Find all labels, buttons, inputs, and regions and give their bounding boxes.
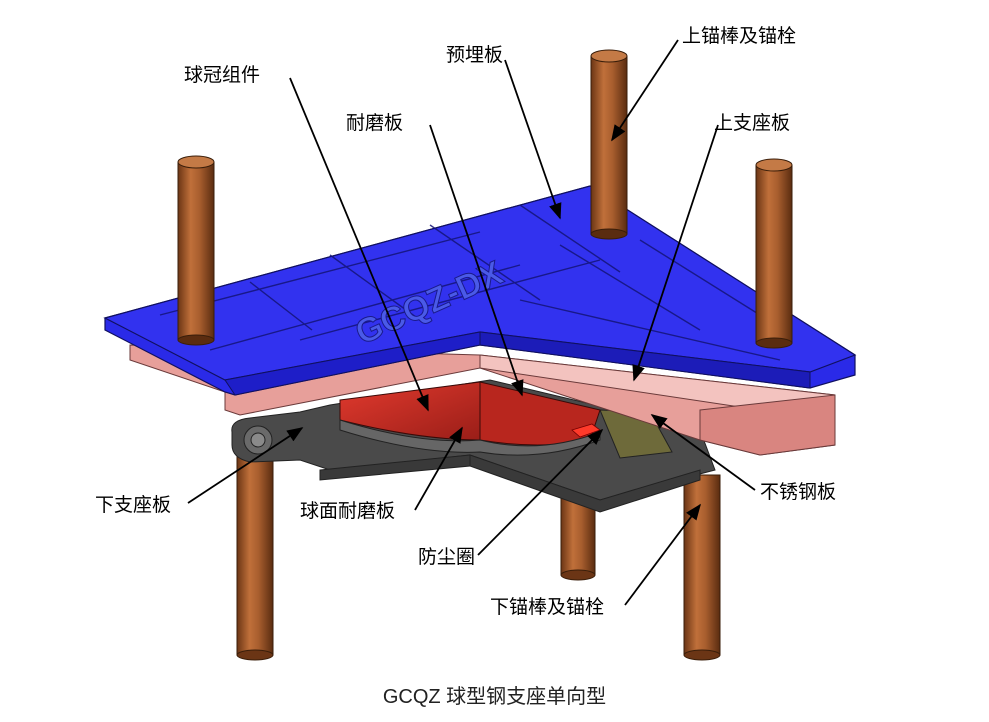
label-upper-seat-plate: 上支座板 (714, 112, 791, 134)
label-sphere-cap: 球冠组件 (184, 64, 261, 86)
sphere-cap-assembly (339, 381, 601, 456)
label-spherical-wear-plate: 球面耐磨板 (300, 500, 396, 522)
label-stainless-plate: 不锈钢板 (760, 481, 837, 503)
label-lower-anchor: 下锚棒及锚栓 (490, 596, 605, 618)
upper-anchor-rods (177, 49, 793, 349)
leader-lines (187, 39, 756, 606)
label-dust-ring: 防尘圈 (418, 546, 476, 568)
label-lower-seat-plate: 下支座板 (95, 494, 172, 516)
label-wear-plate: 耐磨板 (346, 112, 404, 134)
label-upper-anchor: 上锚棒及锚栓 (682, 25, 797, 47)
figure-caption: GCQZ 球型钢支座单向型 (382, 686, 607, 708)
label-embedded-plate: 预埋板 (446, 44, 504, 66)
embedded-plate: GCQZ-DX (103, 185, 857, 396)
